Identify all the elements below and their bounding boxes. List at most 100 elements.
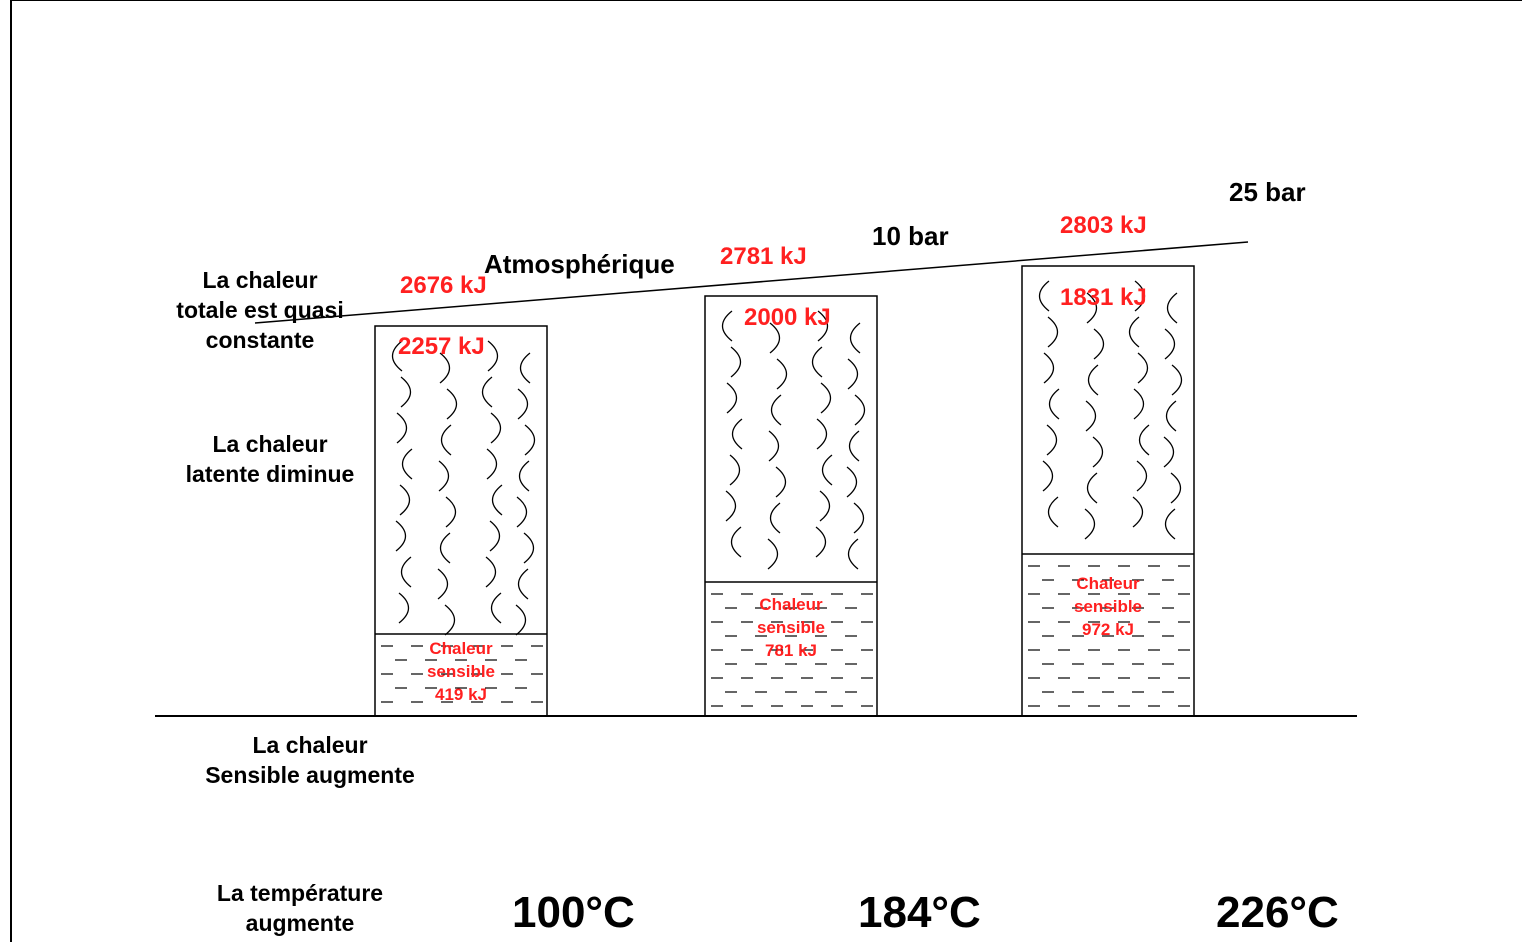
steam-curl: [817, 310, 829, 342]
steam-curl: [776, 358, 788, 390]
steam-curl: [1138, 424, 1150, 456]
steam-curl: [1163, 436, 1175, 468]
steam-curl: [820, 382, 832, 414]
steam-curl: [398, 592, 410, 624]
steam-curl: [768, 430, 780, 462]
steam-curl: [816, 418, 828, 450]
steam-curl: [515, 604, 527, 636]
steam-curl: [811, 346, 823, 378]
steam-curl: [524, 424, 536, 456]
steam-curl: [847, 358, 859, 390]
steam-curl: [491, 484, 503, 516]
steam-curl: [731, 418, 743, 450]
column-3-sensible-heat: Chaleur sensible 972 kJ: [1022, 573, 1194, 642]
steam-curl: [1084, 508, 1096, 540]
column-3-sensible-title: Chaleur: [1076, 574, 1140, 593]
column-3-sensible-value: 972 kJ: [1082, 619, 1134, 639]
steam-curl: [1042, 460, 1054, 492]
column-2-latent-heat: 2000 kJ: [744, 304, 831, 331]
latent-heat-label: La chaleur latente diminue: [185, 431, 355, 487]
steam-curl: [446, 388, 458, 420]
column-3-water: [1028, 565, 1190, 707]
steam-curl: [848, 430, 860, 462]
column-3-temperature: 226°C: [1216, 888, 1339, 937]
steam-curl: [1093, 328, 1105, 360]
steam-curl: [725, 490, 737, 522]
steam-curl: [439, 532, 451, 564]
steam-curl: [517, 388, 529, 420]
steam-curl: [1164, 328, 1176, 360]
column-1-steam: [391, 340, 536, 636]
steam-curl: [846, 466, 858, 498]
steam-curl: [1171, 364, 1183, 396]
steam-curl: [815, 526, 827, 558]
column-1-total-heat: 2676 kJ: [400, 272, 487, 299]
steam-curl: [767, 538, 779, 570]
steam-curl: [1087, 364, 1099, 396]
steam-curl: [396, 412, 408, 444]
steam-curl: [1048, 388, 1060, 420]
steam-curl: [490, 592, 502, 624]
steam-curl: [481, 376, 493, 408]
column-1-temperature: 100°C: [512, 888, 635, 937]
column-1-sensible-subtitle: sensible: [426, 661, 496, 681]
steam-curl: [1137, 352, 1149, 384]
column-3-box: [1021, 265, 1195, 717]
temperature-label: La température augmente: [216, 880, 384, 936]
column-2-steam: [721, 310, 866, 570]
steam-curl: [730, 526, 742, 558]
steam-curl: [854, 394, 866, 426]
steam-curl: [437, 568, 449, 600]
column-2-water: [711, 593, 873, 707]
steam-curl: [769, 322, 781, 354]
steam-curl: [729, 454, 741, 486]
steam-curl: [1132, 496, 1144, 528]
steam-curl: [1092, 436, 1104, 468]
steam-curl: [401, 448, 413, 480]
steam-curl: [439, 352, 451, 384]
steam-curl: [444, 604, 456, 636]
steam-curl: [395, 520, 407, 552]
steam-curl: [400, 556, 412, 588]
steam-curl: [1165, 400, 1177, 432]
steam-curl: [1085, 400, 1097, 432]
pressure-10-bar: 10 bar: [872, 221, 949, 251]
slide-frame: [10, 0, 1522, 942]
column-3-sensible-subtitle: sensible: [1073, 596, 1143, 616]
steam-curl: [1086, 292, 1098, 324]
steam-curl: [438, 460, 450, 492]
steam-curl: [721, 310, 733, 342]
steam-curl: [486, 448, 498, 480]
column-2-sensible-heat: Chaleur sensible 781 kJ: [705, 594, 877, 663]
steam-curl: [518, 460, 530, 492]
steam-curl: [1038, 280, 1050, 312]
column-1-sensible-title: Chaleur: [429, 639, 493, 658]
steam-curl: [399, 484, 411, 516]
steam-curl: [1170, 472, 1182, 504]
steam-curl: [775, 466, 787, 498]
steam-curl: [1166, 292, 1178, 324]
steam-curl: [730, 346, 742, 378]
column-1-sensible-value: 419 kJ: [435, 684, 487, 704]
total-heat-label: La chaleur totale est quasi constante: [176, 267, 344, 353]
steam-curl: [1136, 460, 1148, 492]
steam-curl: [1047, 316, 1059, 348]
column-2-box: [704, 295, 878, 717]
column-1-sensible-heat: Chaleur sensible 419 kJ: [375, 638, 547, 707]
steam-curl: [1134, 280, 1146, 312]
steam-curl: [489, 520, 501, 552]
steam-curl: [1164, 508, 1176, 540]
steam-curl: [1046, 424, 1058, 456]
steam-curl: [1128, 316, 1140, 348]
steam-curl: [819, 490, 831, 522]
steam-curl: [1043, 352, 1055, 384]
column-2-sensible-subtitle: sensible: [756, 617, 826, 637]
pressure-atmospheric: Atmosphérique: [484, 249, 675, 279]
steam-curl: [487, 340, 499, 372]
sensible-heat-label: La chaleur Sensible augmente: [205, 732, 415, 788]
steam-curl: [516, 496, 528, 528]
total-heat-line: [254, 241, 1249, 324]
column-3-latent-heat: 1831 kJ: [1060, 284, 1147, 311]
column-3-steam: [1038, 280, 1183, 540]
